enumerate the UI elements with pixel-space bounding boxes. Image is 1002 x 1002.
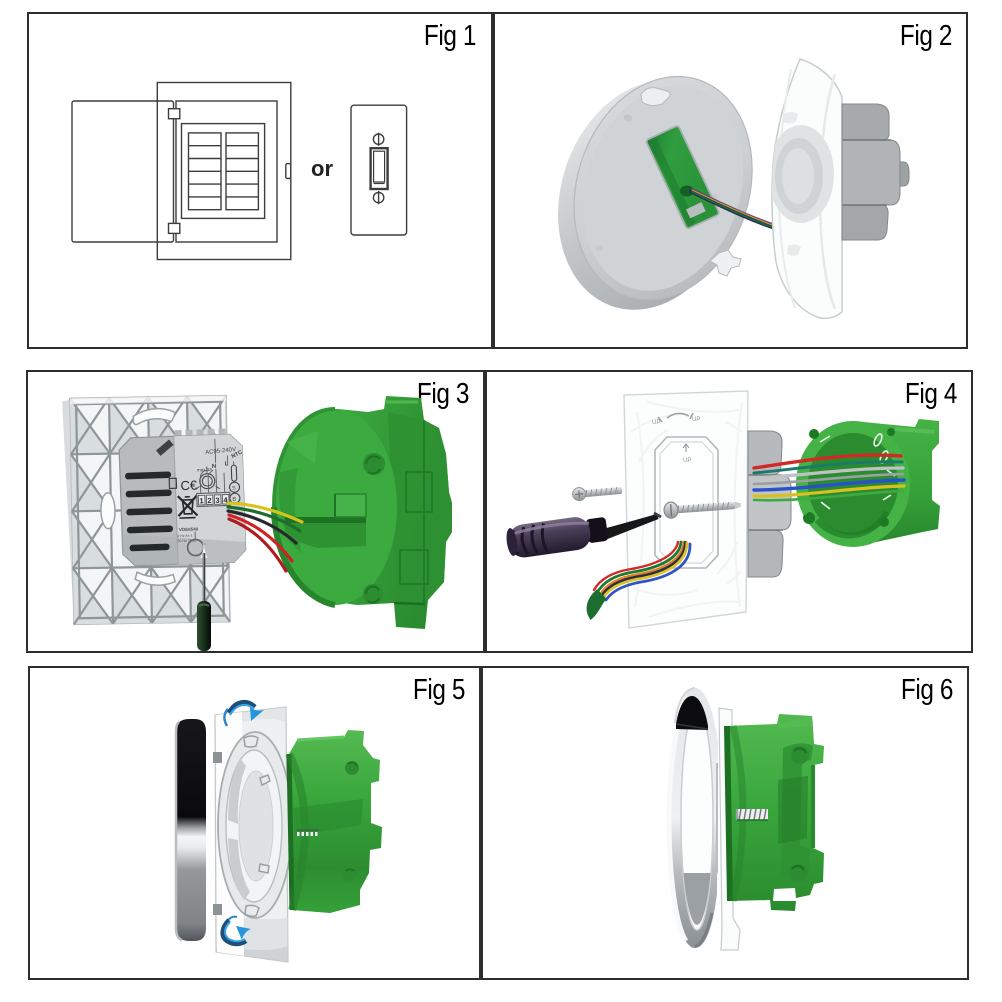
svg-text:S: S (232, 486, 236, 492)
svg-text:UP: UP (683, 458, 691, 464)
svg-text:UP: UP (692, 417, 700, 423)
svg-text:VDE8540: VDE8540 (179, 526, 199, 532)
svg-text:L: L (225, 461, 229, 467)
svg-text:B: B (232, 497, 236, 503)
svg-text:NTC: NTC (231, 450, 244, 460)
svg-text:2: 2 (207, 496, 211, 505)
svg-text:AC95-240V: AC95-240V (205, 447, 236, 456)
svg-text:3: 3 (215, 496, 219, 505)
svg-text:50 Hz 75u3: 50 Hz 75u3 (177, 539, 196, 544)
svg-text:4: 4 (223, 495, 228, 504)
svg-text:max 3A: max 3A (197, 467, 212, 473)
svg-text:1: 1 (199, 496, 203, 505)
svg-text:3 Hz Ac-1: 3 Hz Ac-1 (177, 534, 193, 539)
svg-text:N: N (212, 464, 217, 470)
svg-text:UP: UP (652, 420, 660, 426)
svg-text:or: or (311, 156, 333, 181)
svg-text:C€: C€ (180, 477, 198, 493)
